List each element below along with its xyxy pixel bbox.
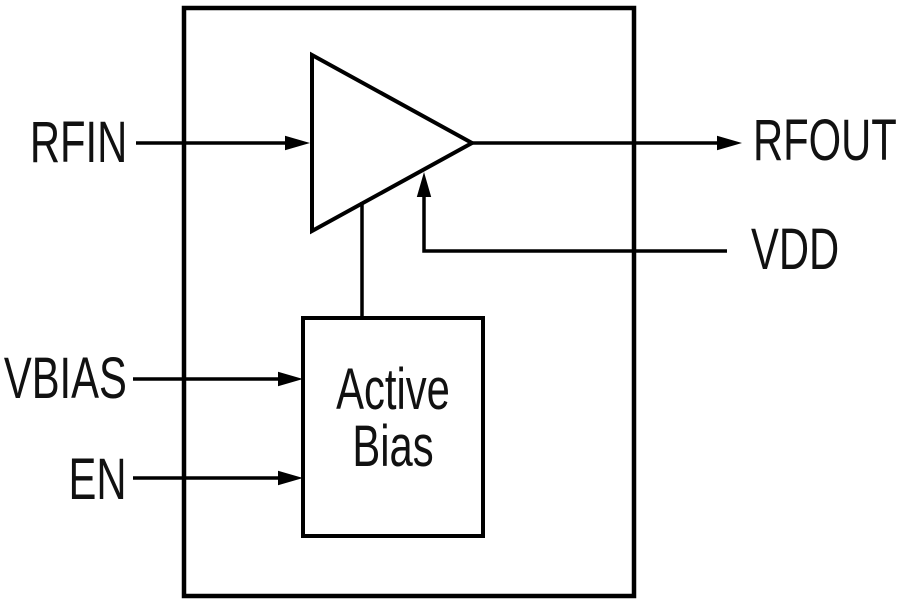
rfout-arrowhead-icon — [717, 135, 742, 151]
chip-outline — [181, 5, 637, 599]
label-vdd: VDD — [751, 217, 840, 282]
vdd-arrowhead-icon — [416, 172, 432, 197]
active-bias-label-line2: Bias — [352, 414, 434, 479]
rfin-arrowhead-icon — [285, 135, 310, 151]
vdd-line — [422, 194, 727, 253]
label-rfout: RFOUT — [753, 108, 897, 173]
label-en: EN — [68, 447, 127, 512]
label-vbias: VBIAS — [3, 346, 127, 411]
vbias-arrowhead-icon — [278, 371, 303, 387]
en-arrowhead-icon — [278, 470, 303, 486]
label-rfin: RFIN — [29, 110, 127, 175]
active-bias-label: Active Bias — [328, 357, 458, 479]
amplifier-triangle — [310, 51, 477, 235]
active-bias-box — [301, 316, 485, 538]
active-bias-label-line1: Active — [336, 357, 450, 422]
